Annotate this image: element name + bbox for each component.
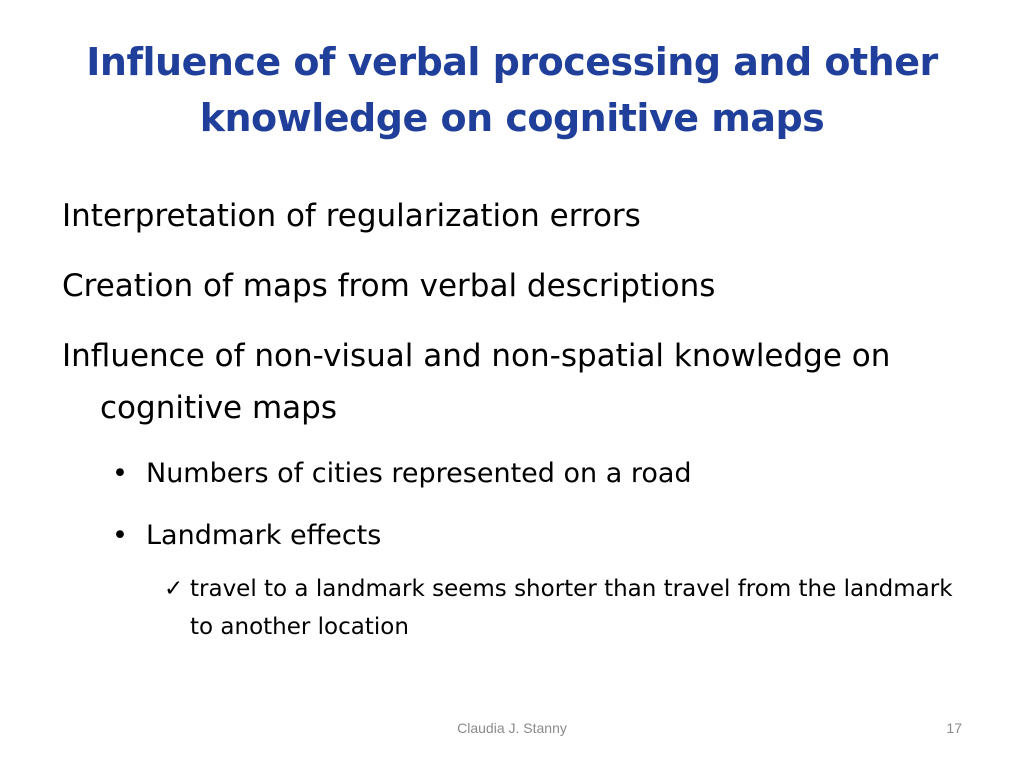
slide-title: Influence of verbal processing and other… <box>86 40 938 140</box>
bullet-icon: • <box>112 520 128 551</box>
detail-landmark-travel: ✓ travel to a landmark seems shorter tha… <box>62 570 982 646</box>
slide-body: Interpretation of regularization errors … <box>62 190 982 646</box>
subpoint-label: Landmark effects <box>146 520 382 551</box>
detail-label: travel to a landmark seems shorter than … <box>190 576 953 640</box>
checkmark-icon: ✓ <box>164 576 184 602</box>
slide-number: 17 <box>946 720 962 736</box>
point-non-spatial-knowledge: Influence of non-visual and non-spatial … <box>62 338 891 426</box>
point-verbal-descriptions: Creation of maps from verbal description… <box>62 268 716 304</box>
point-regularization-errors: Interpretation of regularization errors <box>62 198 641 234</box>
bullet-icon: • <box>112 458 128 489</box>
subpoint-cities-on-road: • Numbers of cities represented on a roa… <box>62 454 982 494</box>
subpoint-label: Numbers of cities represented on a road <box>146 458 692 489</box>
subpoint-landmark-effects: • Landmark effects <box>62 516 982 556</box>
footer-author: Claudia J. Stanny <box>457 720 567 736</box>
